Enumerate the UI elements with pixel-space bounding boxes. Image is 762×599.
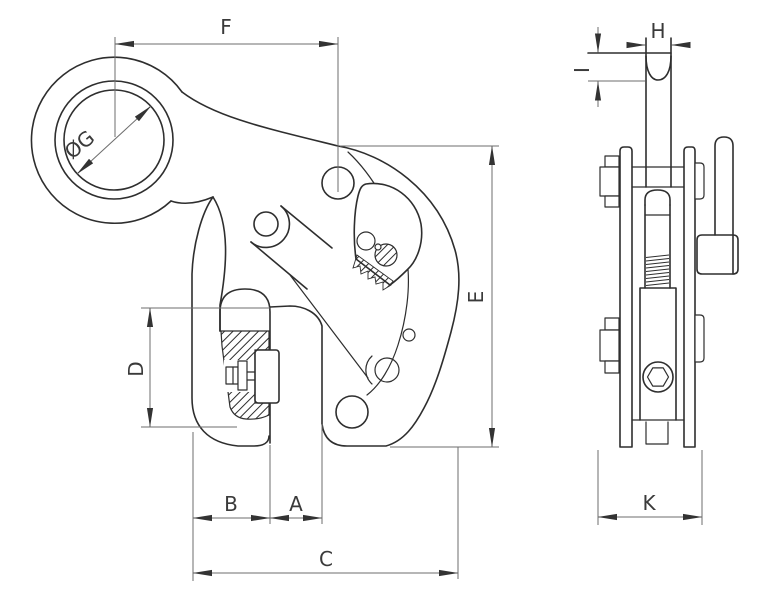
dimension-K-label: K: [642, 491, 656, 515]
hex-bolt-circle: [642, 361, 674, 393]
dimension-C: C: [192, 447, 459, 579]
adjusting-screw: [639, 189, 677, 421]
side-plates: [619, 146, 696, 448]
front-view: F ØG E D B A: [30, 15, 499, 581]
lifting-eye: [30, 56, 183, 225]
dimension-C-label: C: [319, 547, 333, 571]
dimension-A-label: A: [289, 492, 303, 516]
eye-bar: [587, 37, 672, 188]
fixed-jaw-section: [220, 330, 280, 420]
dimension-G-label: ØG: [60, 125, 99, 163]
dimension-B: B: [192, 432, 271, 581]
dimension-H-label: H: [650, 19, 665, 43]
dimension-A: A: [269, 424, 323, 524]
dimension-D-label: D: [124, 361, 148, 376]
cam: [352, 182, 423, 291]
dimension-I: I: [570, 27, 645, 107]
dimension-F-label: F: [220, 15, 232, 39]
link-pin-hole: [253, 211, 279, 237]
side-view: H I K: [570, 19, 739, 525]
hex-bolt-head: [646, 367, 670, 387]
link-arm: [250, 205, 333, 290]
release-handle: [696, 136, 739, 275]
dimension-G: ØG: [60, 105, 152, 175]
dimension-D: D: [124, 307, 270, 428]
dimension-H: H: [626, 19, 691, 49]
dimension-K: K: [597, 450, 703, 525]
screw-flange: [237, 360, 248, 391]
dimension-B-label: B: [224, 492, 238, 516]
thread-lines: [645, 254, 670, 287]
jaw-pad: [254, 349, 280, 404]
cam-serrations: [352, 254, 394, 291]
clamp-body: [170, 91, 460, 447]
screw-head: [225, 366, 239, 385]
dimension-E-label: E: [464, 291, 488, 304]
dimension-E: E: [340, 145, 499, 448]
side-bolts: [599, 155, 620, 374]
dimension-I-label: I: [570, 67, 594, 73]
cam-hole: [356, 231, 376, 251]
bottom-pad: [645, 421, 669, 445]
nut-caps: [694, 162, 705, 363]
